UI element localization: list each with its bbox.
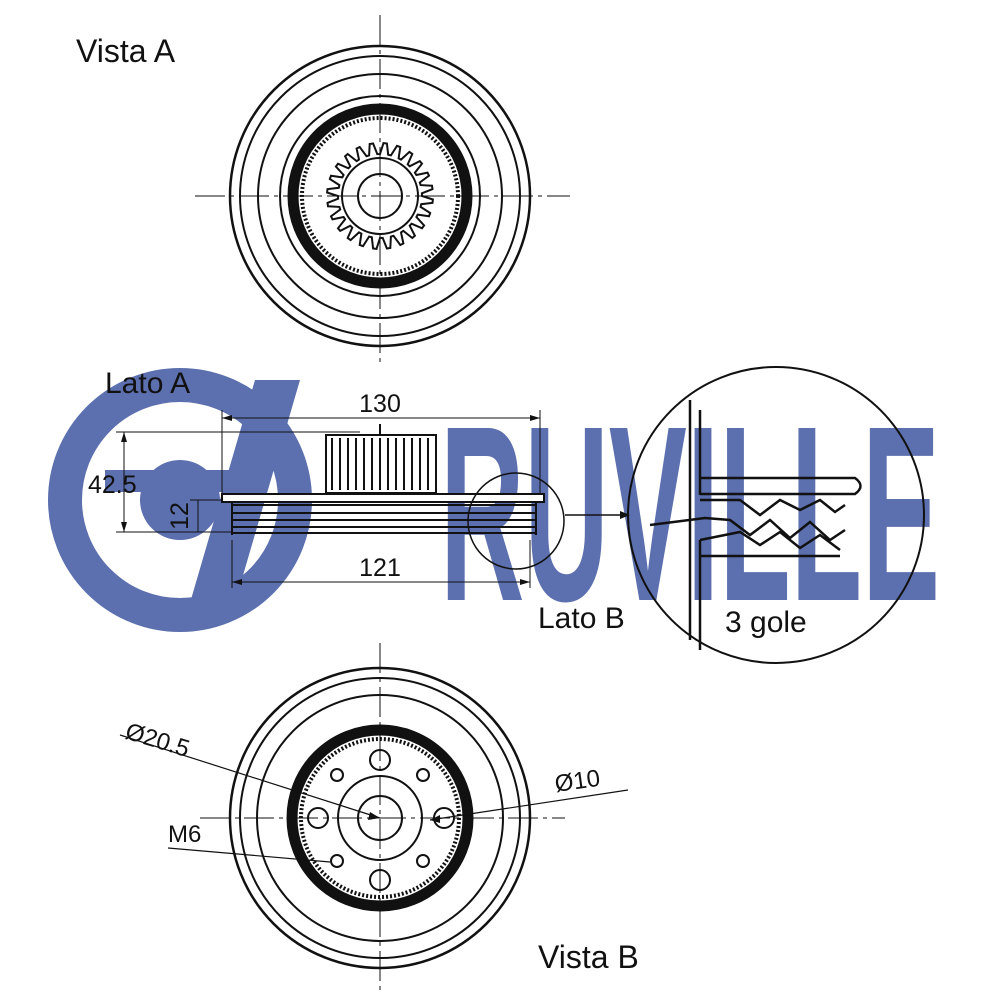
threaded-hole <box>330 768 344 782</box>
threaded-hole <box>416 854 430 868</box>
lato-b-detail-view <box>565 366 925 664</box>
dimension-pulley-diameter: 121 <box>359 554 401 582</box>
dimension-overall-diameter: 130 <box>359 390 401 418</box>
threaded-hole <box>416 768 430 782</box>
dimension-lines <box>116 410 541 588</box>
bolt-hole <box>369 869 391 891</box>
threaded-hole <box>330 854 344 868</box>
dimension-hub-bore: Ø20.5 <box>122 718 192 763</box>
dimension-arrows <box>121 415 540 585</box>
dimension-thread: M6 <box>168 821 201 848</box>
dimension-pulley-width: 12 <box>166 502 194 530</box>
gear-teeth-outline <box>326 142 434 250</box>
vista-a-label: Vista A <box>76 33 176 69</box>
dimension-hole-diameter: Ø10 <box>553 765 602 798</box>
bolt-hole <box>369 749 391 771</box>
vista-b-view <box>119 643 629 995</box>
mounting-holes <box>307 749 455 891</box>
lato-b-label: Lato B <box>538 602 625 635</box>
vista-a-view <box>195 15 570 365</box>
bolt-hole <box>307 807 329 829</box>
dimension-height: 42.5 <box>88 471 137 499</box>
lato-a-label: Lato A <box>105 367 190 400</box>
vista-b-label: Vista B <box>538 939 639 975</box>
lato-a-side-view <box>221 424 565 570</box>
grooves-label: 3 gole <box>725 606 807 639</box>
